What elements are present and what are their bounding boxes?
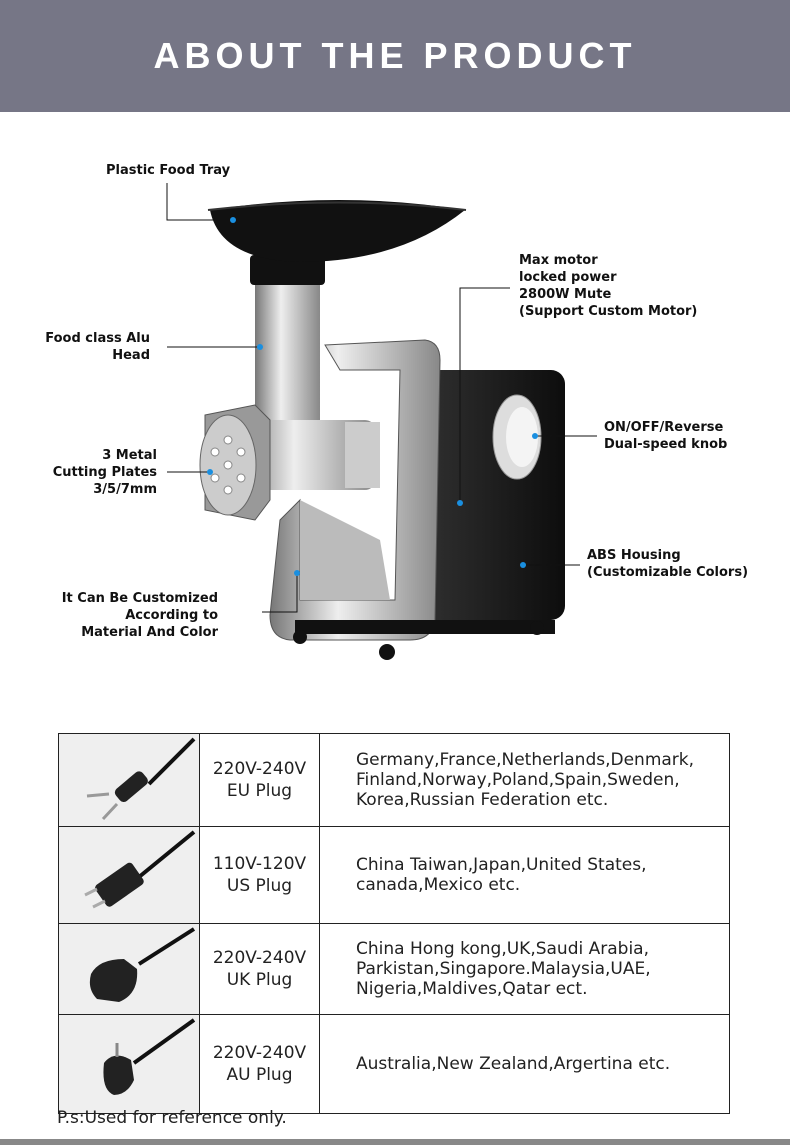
eu-plug-image [58,733,200,827]
callout-customized: It Can Be Customized According to Materi… [61,591,218,640]
uk-plug-image [58,923,200,1015]
header-banner: ABOUT THE PRODUCT [0,0,790,112]
callout-motor: Max motor locked power 2800W Mute (Suppo… [519,253,698,319]
plug-countries: Australia,New Zealand,Argertina etc. [319,1014,730,1114]
callout-knob: ON/OFF/Reverse Dual-speed knob [604,420,728,452]
plug-label: US Plug [226,876,293,896]
bottom-divider [0,1139,790,1145]
us-plug-image [58,826,200,924]
plug-countries: China Hong kong,UK,Saudi Arabia, Parkist… [319,923,730,1015]
plug-countries: China Taiwan,Japan,United States, canada… [319,826,730,924]
callout-cutting-plates: 3 Metal Cutting Plates 3/5/7mm [52,448,157,497]
plug-label: AU Plug [226,1065,293,1085]
au-plug-image [58,1014,200,1114]
plug-label: EU Plug [226,781,293,801]
voltage-text: 220V-240V [212,948,307,968]
page-title: ABOUT THE PRODUCT [153,35,637,76]
voltage-text: 110V-120V [212,854,307,874]
voltage-text: 220V-240V [212,1043,307,1063]
footer-note: P.s:Used for reference only. [57,1108,287,1128]
callout-dots [207,217,538,576]
callout-lines [166,183,597,613]
callout-alu-head: Food class Alu Head [45,331,150,363]
plug-countries: Germany,France,Netherlands,Denmark, Finl… [319,733,730,827]
callout-housing: ABS Housing (Customizable Colors) [587,548,749,580]
plug-label: UK Plug [226,970,293,990]
callout-food-tray: Plastic Food Tray [106,163,231,178]
voltage-text: 220V-240V [212,759,307,779]
meat-grinder-illustration [166,183,597,660]
